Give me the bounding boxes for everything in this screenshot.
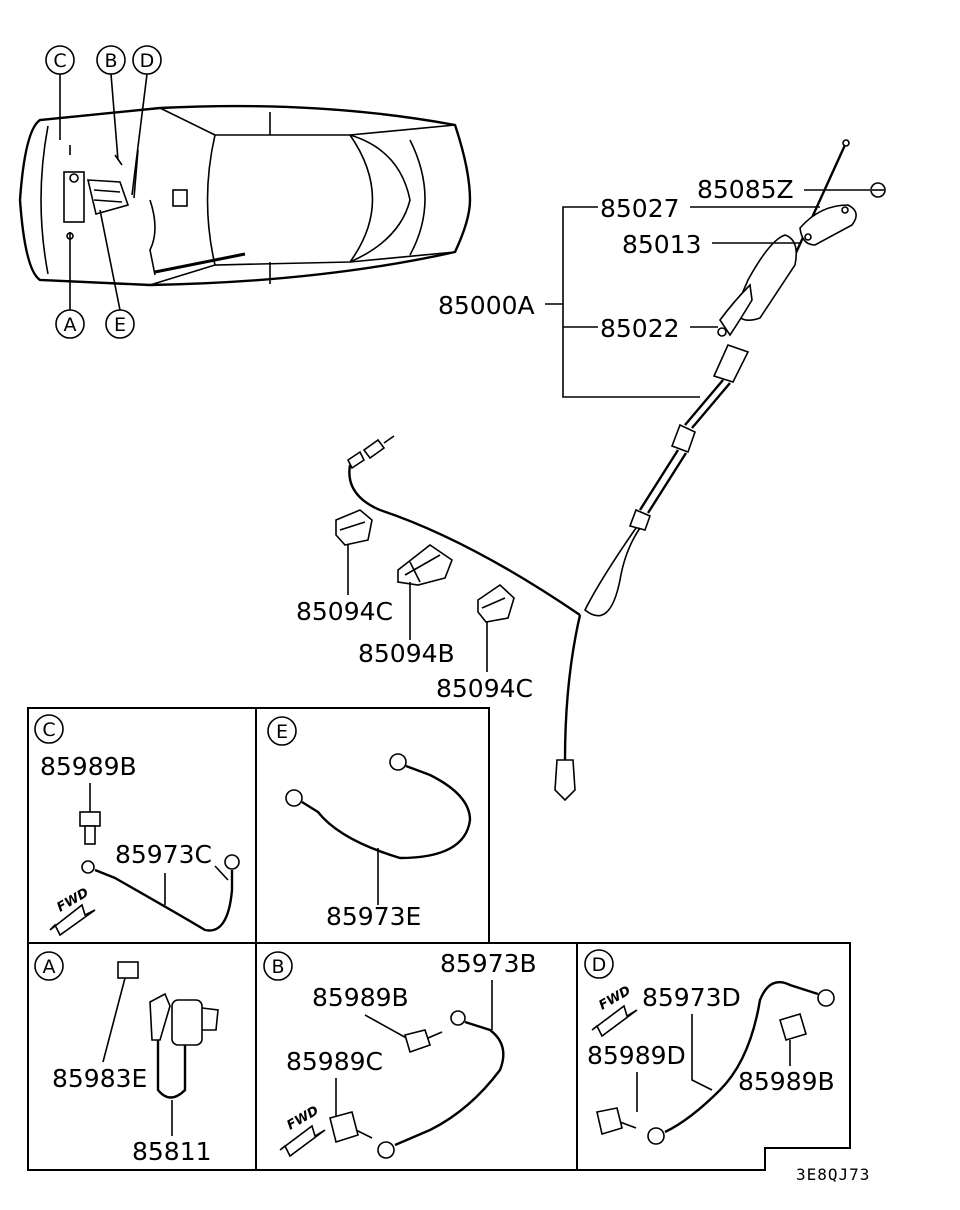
svg-text:85989B: 85989B — [738, 1067, 835, 1096]
svg-text:FWD: FWD — [55, 885, 92, 915]
callout-c: C — [45, 45, 75, 140]
label-85013: 85013 — [622, 230, 702, 259]
callout-e: E — [99, 209, 135, 339]
svg-text:C: C — [53, 50, 66, 72]
clip-85094c-2 — [477, 583, 515, 623]
label-85027: 85027 — [600, 194, 680, 223]
svg-text:A: A — [43, 956, 56, 978]
label-85022: 85022 — [600, 314, 680, 343]
svg-text:B: B — [104, 50, 117, 72]
callout-d: D — [131, 45, 162, 196]
label-85094b: 85094B — [358, 639, 455, 668]
svg-text:85973C: 85973C — [115, 840, 212, 869]
label-85085z: 85085Z — [697, 175, 794, 204]
callout-b: B — [96, 45, 126, 161]
svg-text:A: A — [64, 314, 77, 336]
svg-text:85989B: 85989B — [40, 752, 137, 781]
svg-text:E: E — [276, 721, 288, 743]
clip-85094c-1 — [335, 509, 373, 546]
svg-text:85973E: 85973E — [326, 902, 421, 931]
clip-85094b — [397, 544, 453, 586]
svg-text:85973D: 85973D — [642, 983, 741, 1012]
detail-b: B 85973B 85989B 85989C FWD — [263, 949, 537, 1159]
svg-text:85989D: 85989D — [587, 1041, 686, 1070]
svg-text:85973B: 85973B — [440, 949, 537, 978]
svg-text:FWD: FWD — [597, 983, 634, 1013]
detail-e: E 85973E — [267, 716, 472, 931]
callout-a: A — [55, 232, 85, 339]
main-leaders — [347, 189, 870, 672]
svg-text:FWD: FWD — [285, 1103, 322, 1133]
label-85000a: 85000A — [438, 291, 535, 320]
svg-text:D: D — [140, 50, 155, 72]
svg-text:85989C: 85989C — [286, 1047, 383, 1076]
antenna-assembly — [346, 139, 886, 802]
svg-text:C: C — [42, 719, 55, 741]
svg-text:85811: 85811 — [132, 1137, 212, 1166]
diagram-code: 3E8QJ73 — [796, 1165, 870, 1184]
detail-frames — [27, 707, 851, 1171]
svg-text:E: E — [114, 314, 126, 336]
label-85094c-1: 85094C — [296, 597, 393, 626]
car-overview — [18, 104, 472, 287]
detail-d: D FWD 85973D 85989B 85989D — [584, 949, 835, 1145]
detail-a: A 85983E 85811 — [34, 951, 219, 1166]
svg-text:B: B — [271, 956, 284, 978]
svg-text:85989B: 85989B — [312, 983, 409, 1012]
svg-text:D: D — [592, 954, 607, 976]
label-85094c-2: 85094C — [436, 674, 533, 703]
detail-c: C 85989B 85973C FWD — [34, 714, 240, 937]
svg-text:85983E: 85983E — [52, 1064, 147, 1093]
